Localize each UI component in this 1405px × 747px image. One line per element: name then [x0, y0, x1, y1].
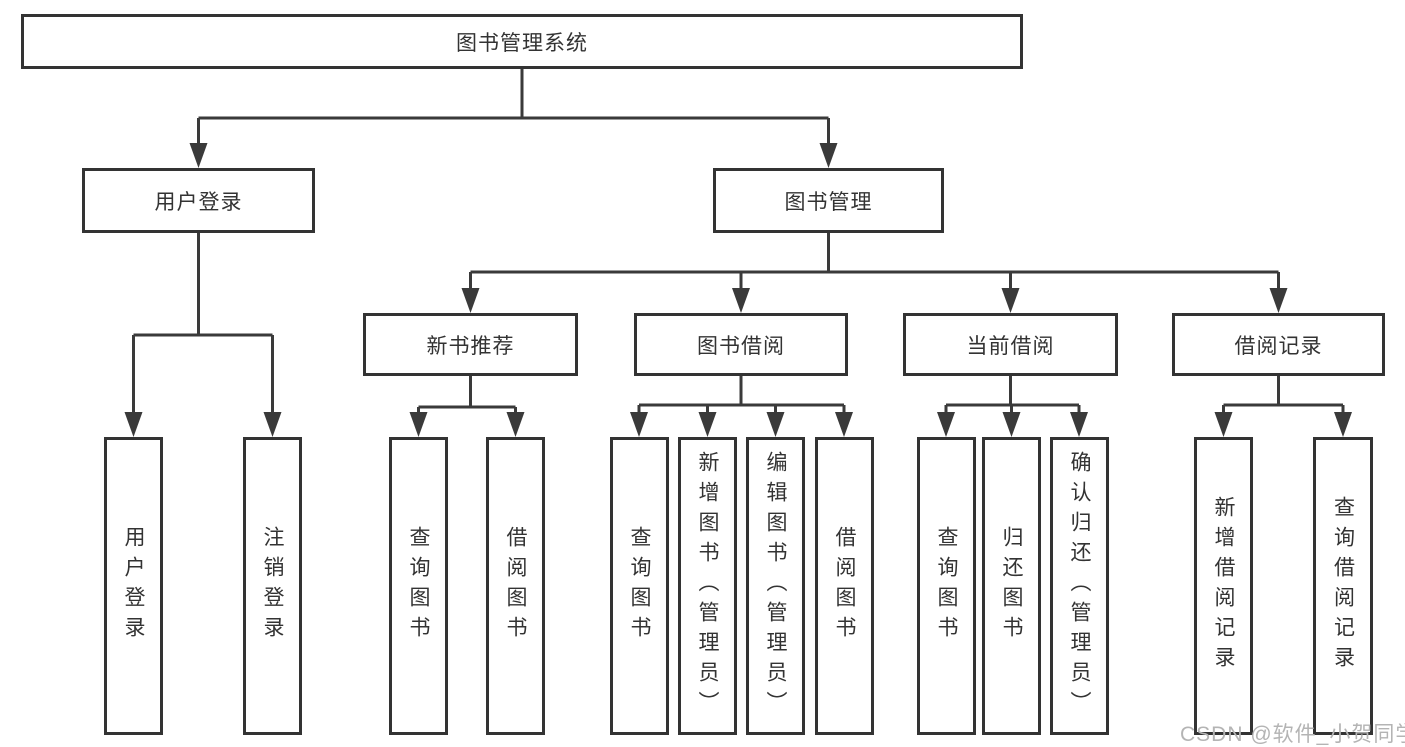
node-library-management-system: 图书管理系统 — [21, 14, 1023, 69]
leaf-label: 查询借阅记录 — [1331, 496, 1355, 676]
node-new-book-recommendation: 新书推荐 — [363, 313, 578, 376]
leaf-label: 新增图书（管理员） — [696, 451, 719, 721]
leaf-logout: 注销登录 — [243, 437, 302, 735]
leaf-user-login: 用户登录 — [104, 437, 163, 735]
leaf-label: 查询图书 — [935, 526, 958, 646]
node-current-borrowing: 当前借阅 — [903, 313, 1118, 376]
node-book-management: 图书管理 — [713, 168, 944, 233]
leaf-borrow-books-borrowing: 借阅图书 — [815, 437, 874, 735]
leaf-confirm-return-admin: 确认归还（管理员） — [1050, 437, 1109, 735]
leaf-edit-books-admin: 编辑图书（管理员） — [746, 437, 805, 735]
leaf-label: 注销登录 — [261, 526, 284, 646]
watermark: CSDN @软件_小贺同学 — [1180, 723, 1405, 746]
leaf-label: 编辑图书（管理员） — [764, 451, 787, 721]
leaf-label: 查询图书 — [628, 526, 651, 646]
leaf-query-borrow-record: 查询借阅记录 — [1313, 437, 1373, 735]
leaf-label: 用户登录 — [122, 526, 145, 646]
leaf-add-books-admin: 新增图书（管理员） — [678, 437, 737, 735]
leaf-add-borrow-record: 新增借阅记录 — [1194, 437, 1253, 735]
leaf-label: 新增借阅记录 — [1212, 496, 1235, 676]
node-user-login: 用户登录 — [82, 168, 315, 233]
leaf-label: 借阅图书 — [504, 526, 527, 646]
leaf-borrow-books-recommend: 借阅图书 — [486, 437, 545, 735]
leaf-label: 确认归还（管理员） — [1068, 451, 1091, 721]
node-borrow-records: 借阅记录 — [1172, 313, 1385, 376]
leaf-query-books-borrowing: 查询图书 — [610, 437, 669, 735]
leaf-label: 借阅图书 — [833, 526, 856, 646]
leaf-label: 查询图书 — [407, 526, 430, 646]
node-book-borrowing: 图书借阅 — [634, 313, 848, 376]
leaf-label: 归还图书 — [1000, 526, 1023, 646]
leaf-return-books: 归还图书 — [982, 437, 1041, 735]
leaf-query-books-recommend: 查询图书 — [389, 437, 448, 735]
leaf-query-books-current: 查询图书 — [917, 437, 976, 735]
